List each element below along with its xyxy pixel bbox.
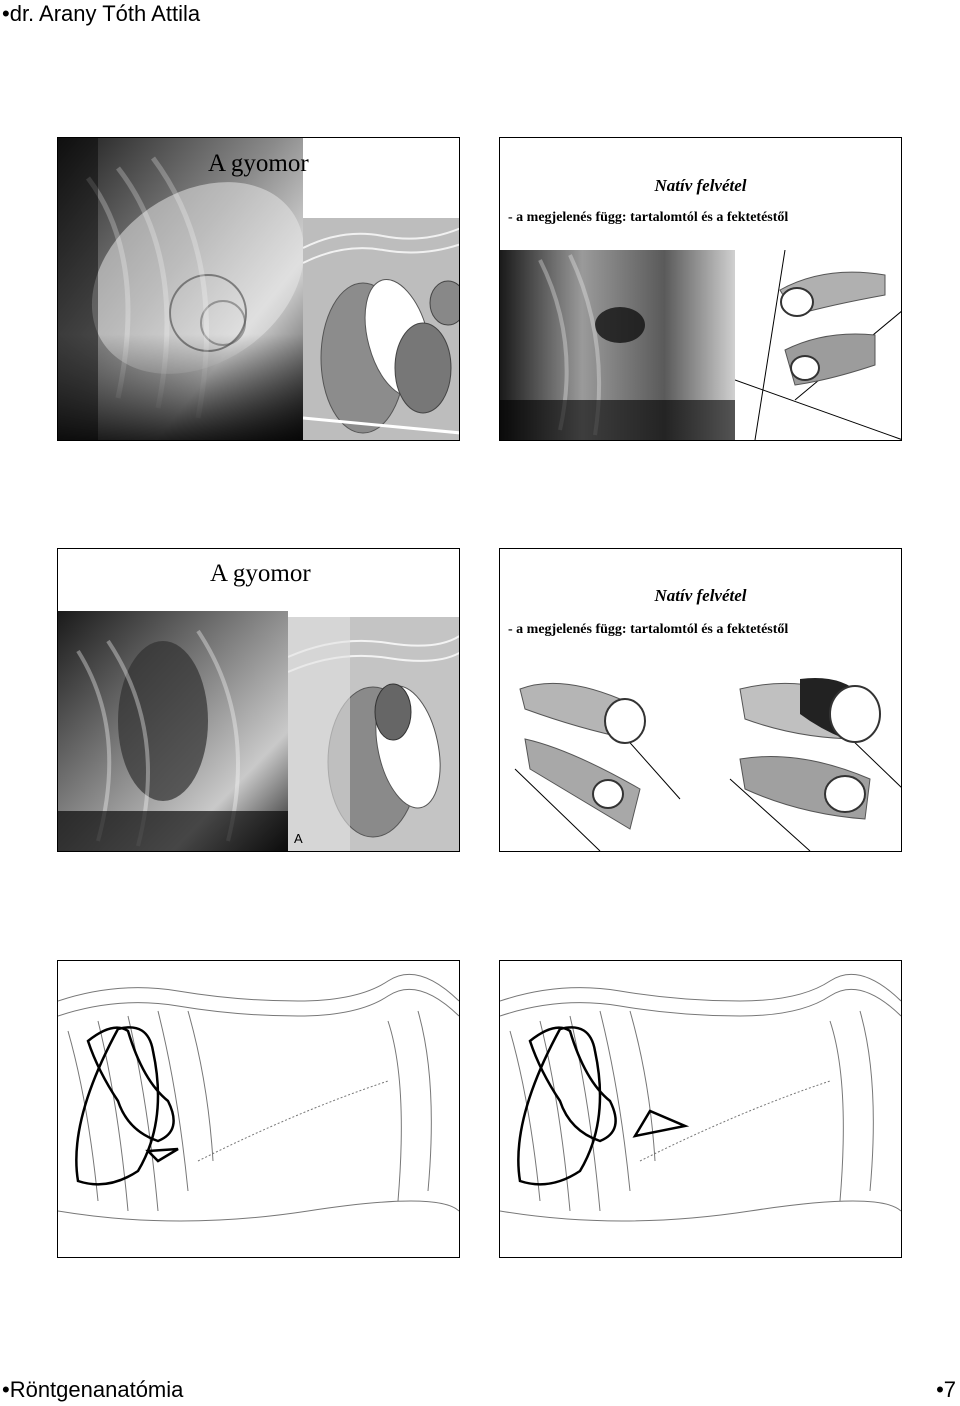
slide-2: Natív felvétel - a megjelenés függ: tart…	[499, 137, 902, 441]
slide-1: A gyomor	[57, 137, 460, 441]
slide-bullet: - a megjelenés függ: tartalomtól és a fe…	[508, 622, 789, 637]
slide-subtitle: Natív felvétel	[654, 176, 747, 195]
skeleton-outline-drawing	[58, 973, 459, 1222]
slide-title: A gyomor	[208, 150, 309, 177]
slide-5	[57, 960, 460, 1258]
anatomical-diagram	[303, 218, 459, 440]
xray-image	[500, 250, 735, 440]
slide-bullet: - a megjelenés függ: tartalomtól és a fe…	[508, 210, 789, 225]
anatomical-diagram	[288, 617, 459, 851]
page-number: •7	[936, 1377, 956, 1402]
slide-3: A gyomor A	[57, 548, 460, 852]
slide-6	[499, 960, 902, 1258]
specimen-illustration	[735, 250, 901, 440]
xray-image	[58, 611, 288, 851]
xray-image	[58, 138, 303, 440]
corner-label: A	[294, 831, 303, 846]
page-header: •dr. Arany Tóth Attila	[2, 1, 201, 26]
page-footer-title: •Röntgenanatómia	[2, 1377, 184, 1402]
slide-4: Natív felvétel - a megjelenés függ: tart…	[499, 548, 902, 852]
slide-subtitle: Natív felvétel	[654, 586, 747, 605]
slide-title: A gyomor	[210, 560, 311, 587]
skeleton-outline-drawing	[500, 973, 901, 1222]
specimen-illustration	[500, 649, 901, 851]
